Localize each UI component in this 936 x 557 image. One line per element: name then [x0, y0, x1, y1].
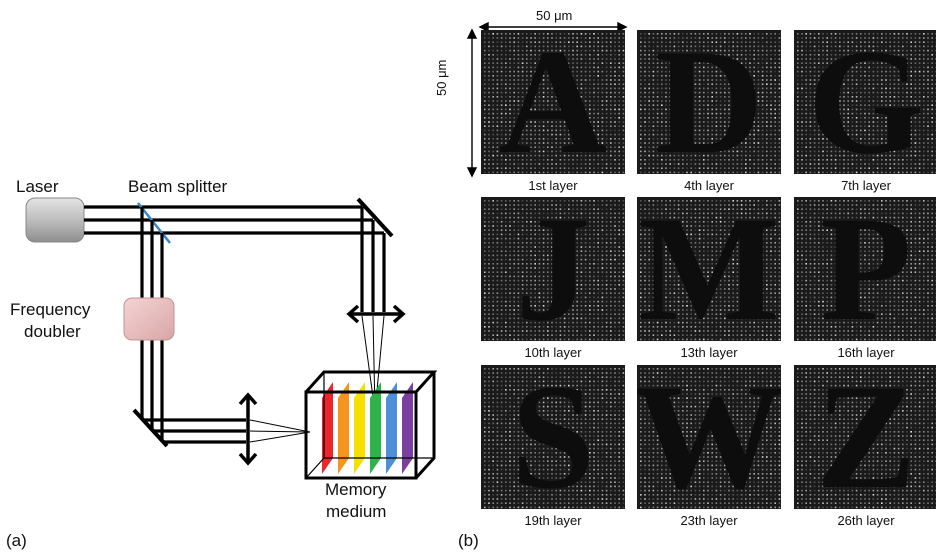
speckle-pattern	[484, 33, 625, 174]
layer-caption: 23th layer	[680, 513, 738, 528]
layer-image: G	[794, 30, 936, 174]
layer-image: S	[481, 365, 625, 509]
laser-box	[25, 197, 85, 243]
speckle-pattern	[640, 200, 781, 341]
scale-label-vertical: 50 μm	[434, 59, 449, 96]
lens-top	[346, 304, 406, 324]
layer-image: M	[637, 197, 781, 341]
memory-medium-cube	[304, 370, 438, 480]
layer-letter: D	[654, 30, 764, 174]
layer-image: D	[637, 30, 781, 174]
memory-medium-label-line1: Memory	[325, 480, 387, 499]
optical-setup-diagram	[25, 197, 438, 480]
panel-a-label: (a)	[6, 531, 27, 550]
scale-label-horizontal: 50 μm	[536, 8, 573, 23]
scale-bars	[466, 21, 628, 178]
layer-caption: 26th layer	[837, 513, 895, 528]
frequency-doubler-label-line2: doubler	[24, 322, 81, 341]
speckle-pattern	[484, 368, 625, 509]
layer-caption: 1st layer	[528, 178, 578, 193]
speckle-pattern	[640, 368, 781, 509]
mirror-bottom-left	[132, 408, 169, 448]
panel-b-label: (b)	[458, 531, 479, 550]
mirror-top-right	[356, 197, 394, 238]
layer-letter: P	[820, 197, 912, 341]
layer-image: J	[481, 197, 625, 341]
beam-splitter-label: Beam splitter	[128, 177, 228, 196]
laser-label: Laser	[16, 177, 59, 196]
lens-bottom	[238, 392, 258, 466]
speckle-pattern	[797, 33, 936, 174]
speckle-pattern	[797, 200, 936, 341]
memory-medium-layers	[322, 382, 413, 474]
speckle-pattern	[797, 368, 936, 509]
layer-caption: 13th layer	[680, 345, 738, 360]
layer-caption: 4th layer	[684, 178, 734, 193]
layer-letter: A	[498, 30, 608, 174]
layer-letter: M	[638, 197, 780, 341]
layer-caption: 16th layer	[837, 345, 895, 360]
layer-caption: 10th layer	[524, 345, 582, 360]
layer-caption: 7th layer	[841, 178, 891, 193]
beam-top	[84, 205, 384, 235]
layer-letter: S	[511, 365, 595, 509]
frequency-doubler-box	[123, 297, 175, 341]
beam-bottom	[142, 418, 246, 444]
speckle-pattern	[640, 33, 781, 174]
focus-lines-left	[249, 419, 311, 443]
memory-medium-label-line2: medium	[326, 502, 387, 521]
layer-image: Z	[794, 365, 936, 509]
layer-letter: J	[515, 197, 591, 341]
layer-letter: Z	[815, 365, 917, 509]
layer-image: P	[794, 197, 936, 341]
speckle-pattern	[484, 200, 625, 341]
layer-letter: G	[807, 30, 925, 174]
layer-caption: 19th layer	[524, 513, 582, 528]
layer-image: A	[481, 30, 625, 174]
beam-right-down	[360, 207, 386, 312]
layer-image: W	[637, 365, 781, 509]
layer-letter: W	[637, 365, 781, 509]
frequency-doubler-label-line1: Frequency	[10, 300, 91, 319]
